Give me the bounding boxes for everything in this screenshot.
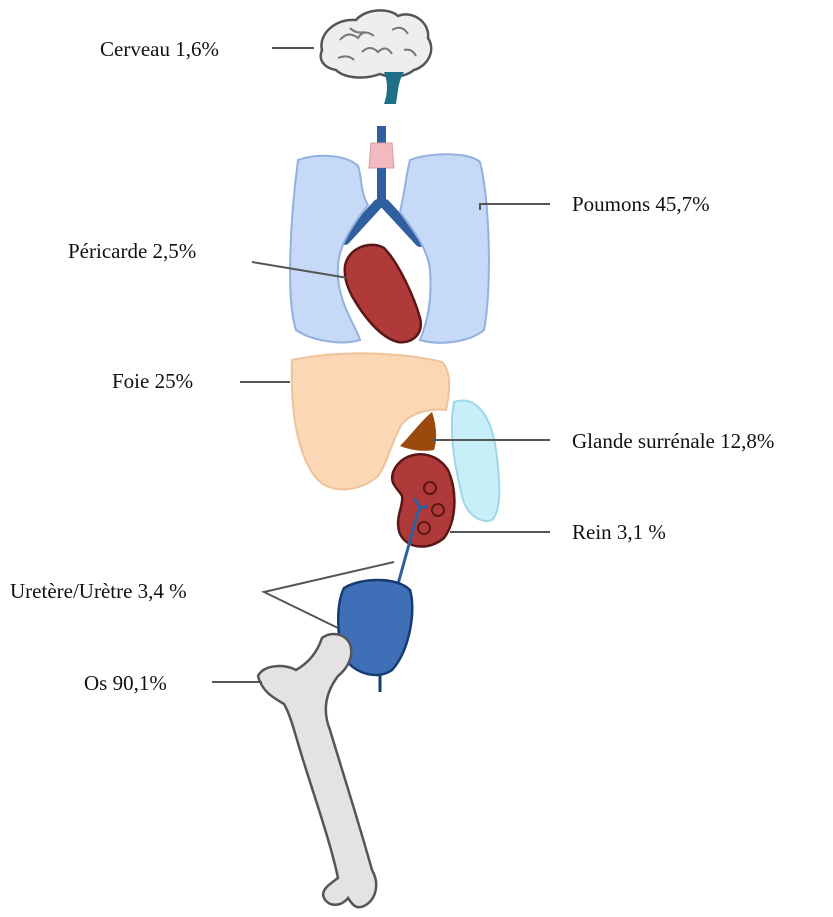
label-pericarde: Péricarde 2,5% — [68, 239, 196, 263]
pericardium-illustration — [345, 245, 421, 342]
label-foie: Foie 25% — [112, 369, 193, 393]
leader-line-poumons — [480, 204, 550, 210]
label-rein: Rein 3,1 % — [572, 520, 666, 544]
label-glande: Glande surrénale 12,8% — [572, 429, 774, 453]
bone-illustration — [258, 634, 376, 907]
label-poumons: Poumons 45,7% — [572, 192, 710, 216]
label-uretere: Uretère/Urètre 3,4 % — [10, 579, 187, 603]
kidney-back-illustration — [452, 401, 499, 521]
brain-illustration — [321, 10, 431, 104]
label-os: Os 90,1% — [84, 671, 167, 695]
kidney-illustration — [392, 454, 454, 546]
label-cerveau: Cerveau 1,6% — [100, 37, 219, 61]
